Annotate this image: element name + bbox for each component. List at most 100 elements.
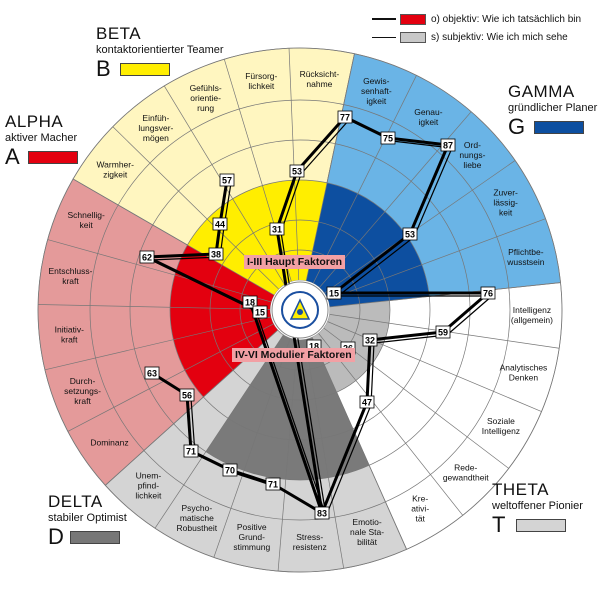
svg-text:31: 31 [272, 225, 282, 235]
legend-objective-line [372, 18, 396, 20]
sector-label: Dominanz [90, 437, 128, 447]
svg-text:57: 57 [222, 176, 232, 186]
sector-divider [44, 316, 271, 371]
sector-label: Warmher-zigkeit [96, 160, 134, 180]
type-alpha-subtitle: aktiver Macher [5, 132, 78, 144]
factor-value: 76 [480, 286, 496, 300]
factor-value: 44 [212, 217, 228, 231]
svg-text:53: 53 [405, 230, 415, 240]
factor-value: 87 [440, 138, 456, 152]
sector-divider [47, 239, 272, 303]
scale-ring [89, 99, 511, 521]
label-modular-factors: IV-VI Modulier Faktoren [232, 348, 355, 362]
scale-ring [37, 47, 563, 573]
factor-value: 18 [242, 295, 258, 309]
sector-label: Schnellig-keit [67, 210, 104, 230]
type-theta-bar [516, 519, 566, 532]
factor-value: 32 [362, 333, 378, 347]
sector-label: Unem-pfind-lichkeit [135, 471, 162, 501]
factor-value: 53 [289, 164, 305, 178]
sector-label: Intelligenz(allgemein) [511, 305, 553, 325]
sector-label: Genau-igkeit [414, 107, 443, 127]
svg-text:70: 70 [225, 466, 235, 476]
factor-value: 47 [359, 395, 375, 409]
type-theta: THETA weltoffener Pionier T [492, 480, 583, 538]
factor-value: 63 [144, 366, 160, 380]
sector-label: Rede-gewandtheit [443, 462, 489, 482]
sector-divider [288, 48, 300, 281]
type-delta: DELTA stabiler Optimist D [48, 492, 127, 550]
sector-divider [311, 337, 407, 550]
sector-label: Initiativ-kraft [55, 324, 84, 344]
center-logo [271, 281, 329, 339]
sector-divider [329, 282, 561, 308]
sector-label: Emotio-nale Sta-bilität [350, 517, 384, 547]
factor-value: 83 [314, 506, 330, 520]
factor-value: 70 [222, 463, 238, 477]
sector-label: Einfüh-lungsver-mögen [138, 113, 173, 143]
svg-text:76: 76 [483, 289, 493, 299]
legend: o) objektiv: Wie ich tatsächlich bin s) … [372, 10, 581, 46]
sector-divider [304, 339, 345, 569]
svg-text:71: 71 [268, 480, 278, 490]
factor-value: 71 [183, 444, 199, 458]
type-alpha-name: ALPHA [5, 112, 64, 131]
type-alpha-bar [28, 151, 78, 164]
type-delta-name: DELTA [48, 492, 103, 511]
svg-text:83: 83 [317, 509, 327, 519]
svg-text:44: 44 [215, 220, 225, 230]
type-theta-letter: T [492, 512, 506, 537]
sector-label: Stress-resistenz [293, 532, 327, 552]
sector-label: Gefühls-orientie-rung [190, 83, 222, 113]
legend-objective-swatch [400, 13, 426, 25]
type-delta-bar [70, 531, 120, 544]
svg-text:87: 87 [443, 141, 453, 151]
type-gamma-bar [534, 121, 584, 134]
factor-value: 77 [337, 110, 353, 124]
type-alpha: ALPHA aktiver Macher A [5, 112, 77, 170]
type-delta-subtitle: stabiler Optimist [48, 512, 127, 524]
factor-value: 38 [208, 247, 224, 261]
sector-divider [67, 323, 274, 432]
sector-divider [277, 339, 298, 572]
sector-divider [72, 178, 275, 296]
sector-divider [313, 75, 417, 284]
sector-divider [154, 334, 284, 529]
factor-value: 71 [265, 477, 281, 491]
sector-label: Rücksicht-nahme [300, 69, 340, 89]
type-beta-subtitle: kontaktorientierter Teamer [96, 44, 224, 56]
svg-text:47: 47 [362, 398, 372, 408]
sector-label: Gewis-senhaft-igkeit [361, 76, 392, 106]
type-gamma-name: GAMMA [508, 82, 575, 101]
svg-text:59: 59 [438, 328, 448, 338]
factor-value: 53 [402, 227, 418, 241]
factor-value: 75 [380, 131, 396, 145]
svg-text:15: 15 [329, 289, 339, 299]
sector-label: Durch-setzungs-kraft [64, 376, 101, 406]
legend-objective-text: o) objektiv: Wie ich tatsächlich bin [431, 13, 582, 25]
type-beta-letter: B [96, 56, 111, 81]
type-beta-name: BETA [96, 24, 142, 43]
type-beta: BETA kontaktorientierter Teamer B [96, 24, 224, 82]
type-theta-name: THETA [492, 480, 549, 499]
svg-text:32: 32 [365, 336, 375, 346]
factor-value: 59 [435, 325, 451, 339]
sector-label: Ord-nungs-liebe [459, 140, 485, 170]
svg-text:53: 53 [292, 167, 302, 177]
sector-divider [38, 304, 271, 310]
sector-divider [327, 218, 546, 300]
type-delta-letter: D [48, 524, 64, 549]
sector-label: Zuver-lässig-keit [493, 188, 518, 218]
sector-label: Entschluss-kraft [49, 266, 93, 286]
svg-text:75: 75 [383, 134, 393, 144]
sector-divider [305, 53, 355, 281]
type-gamma-subtitle: gründlicher Planer [508, 102, 598, 114]
factor-value: 57 [219, 173, 235, 187]
legend-subjective-swatch [400, 31, 426, 43]
legend-subjective-text: s) subjektiv: Wie ich mich sehe [431, 31, 568, 43]
svg-text:56: 56 [182, 391, 192, 401]
legend-subjective: s) subjektiv: Wie ich mich sehe [372, 28, 581, 46]
sector-label: Fürsorg-lichkeit [245, 71, 277, 91]
